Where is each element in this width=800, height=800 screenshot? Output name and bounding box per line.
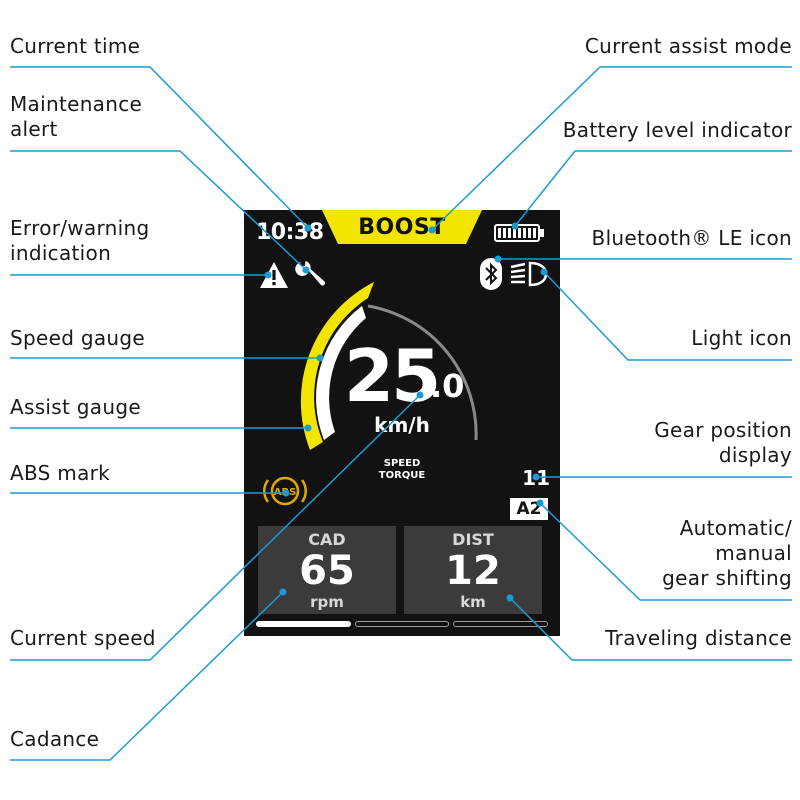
current-speed: 25 [344, 334, 441, 418]
shift-mode-label: A2 [516, 499, 542, 519]
label-error-warning: Error/warning indication [10, 216, 150, 265]
ebike-display: 10:38 BOOST 25 .0 km/h SPEED TORQUE [244, 210, 560, 636]
cadence-unit: rpm [310, 593, 344, 611]
shift-mode-badge: A2 [508, 496, 550, 522]
cadence-value: 65 [299, 548, 355, 594]
label-traveling-distance: Traveling distance [605, 626, 792, 650]
warning-triangle-icon [260, 262, 288, 288]
distance-panel[interactable]: DIST 12 km [404, 526, 542, 614]
page-indicator-3 [453, 621, 549, 627]
label-current-assist-mode: Current assist mode [584, 34, 792, 58]
label-speed-gauge: Speed gauge [10, 326, 145, 350]
gear-position: 11 [522, 466, 550, 490]
abs-text: ABS [274, 487, 297, 498]
bluetooth-icon [480, 258, 502, 290]
distance-label: DIST [452, 530, 494, 549]
gauge-mode-torque: TORQUE [378, 470, 426, 481]
leader-assist-mode [431, 66, 792, 231]
label-current-speed: Current speed [10, 626, 156, 650]
battery-terminal [540, 229, 544, 237]
label-light: Light icon [691, 326, 792, 350]
page-indicator [256, 621, 549, 627]
gauge-mode-speed: SPEED [383, 458, 421, 469]
label-abs-mark: ABS mark [10, 461, 111, 485]
distance-value: 12 [445, 548, 501, 594]
label-cadence: Cadance [10, 727, 100, 751]
current-speed-decimal: .0 [430, 367, 465, 405]
page-indicator-1 [256, 621, 351, 627]
label-battery-level: Battery level indicator [562, 118, 792, 142]
label-auto-manual-shifting: Automatic/ manual gear shifting [662, 516, 792, 590]
speed-unit: km/h [374, 413, 430, 437]
label-current-time: Current time [10, 34, 141, 58]
page-indicator-2 [354, 621, 450, 627]
label-bluetooth: Bluetooth® LE icon [591, 226, 792, 250]
label-assist-gauge: Assist gauge [10, 395, 141, 419]
label-maintenance-alert: Maintenance alert [10, 92, 143, 141]
speed-gauge-arc [367, 304, 478, 441]
abs-icon: ABS [263, 476, 307, 506]
cadence-label: CAD [308, 530, 346, 549]
distance-unit: km [460, 593, 486, 611]
gauge-mode: SPEED TORQUE [362, 458, 442, 482]
cadence-panel[interactable]: CAD 65 rpm [258, 526, 396, 614]
label-gear-position: Gear position display [654, 418, 792, 467]
